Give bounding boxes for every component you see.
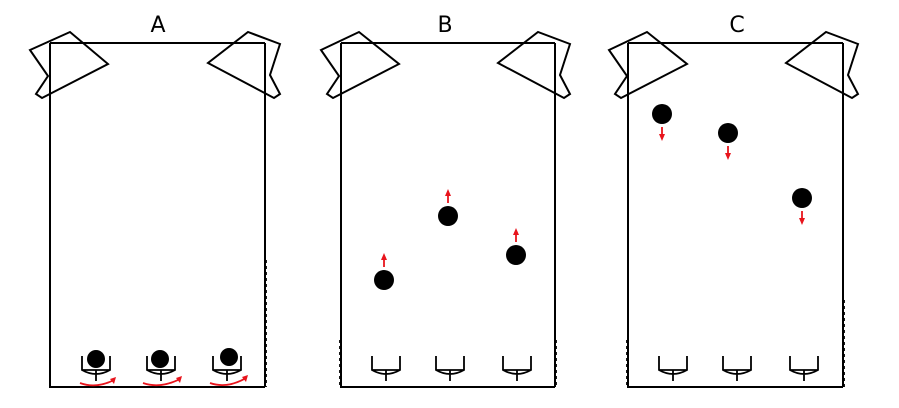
panel-b-right-flap bbox=[496, 30, 572, 100]
panel-c-ball-group-3 bbox=[792, 188, 812, 225]
panel-a-left-flap bbox=[28, 30, 110, 100]
panel-c-side-dashes bbox=[626, 300, 845, 387]
panel-a-flip-arrow-3 bbox=[209, 377, 247, 387]
panel-c-ball-1 bbox=[652, 104, 672, 124]
panel-c-cup-3 bbox=[789, 356, 819, 381]
panel-c-ball-group-1 bbox=[652, 104, 672, 141]
panel-a-flip-arrow-2 bbox=[142, 378, 181, 387]
panel-b-label: B bbox=[437, 13, 452, 38]
panel-b-box bbox=[340, 42, 556, 388]
panel-b-side-dashes bbox=[339, 340, 557, 387]
panel-c-box bbox=[627, 42, 844, 388]
panel-b-cup-2 bbox=[435, 356, 465, 381]
panel-c-ball-2 bbox=[718, 123, 738, 143]
panel-b-ball-3 bbox=[506, 245, 526, 265]
panel-b-up-arrow-2 bbox=[445, 189, 451, 196]
panel-c-cup-1 bbox=[658, 356, 688, 381]
panel-b: B bbox=[319, 13, 572, 388]
panel-a-cup-2 bbox=[142, 350, 182, 387]
panel-c-label: C bbox=[729, 13, 744, 38]
panel-a: A bbox=[28, 13, 282, 388]
panel-b-ball-group-3 bbox=[506, 228, 526, 265]
panel-b-ball-2 bbox=[438, 206, 458, 226]
panel-a-cup-3 bbox=[209, 348, 248, 387]
panel-a-cup-1 bbox=[79, 350, 116, 387]
panel-c: C bbox=[607, 13, 860, 388]
panel-c-down-arrow-2 bbox=[725, 153, 731, 160]
panel-b-up-arrow-1 bbox=[381, 253, 387, 260]
panel-a-flip-arrow-1 bbox=[79, 379, 115, 387]
panel-c-ball-3 bbox=[792, 188, 812, 208]
panel-a-ball-1 bbox=[87, 350, 105, 368]
panel-c-down-arrow-3 bbox=[799, 218, 805, 225]
panel-b-cup-1 bbox=[371, 356, 401, 381]
panel-b-ball-group-1 bbox=[374, 253, 394, 290]
panel-a-label: A bbox=[150, 13, 165, 38]
panel-a-box bbox=[49, 42, 266, 388]
panel-b-ball-1 bbox=[374, 270, 394, 290]
panel-a-ball-2 bbox=[151, 350, 169, 368]
panel-a-ball-3 bbox=[220, 348, 238, 366]
panel-a-right-flap bbox=[206, 30, 282, 100]
panel-b-cup-3 bbox=[502, 356, 532, 381]
panel-b-up-arrow-3 bbox=[513, 228, 519, 235]
panel-c-down-arrow-1 bbox=[659, 134, 665, 141]
panel-c-cup-2 bbox=[722, 356, 752, 381]
panel-b-ball-group-2 bbox=[438, 189, 458, 226]
panel-b-left-flap bbox=[319, 30, 401, 100]
panel-c-ball-group-2 bbox=[718, 123, 738, 160]
panel-c-right-flap bbox=[784, 30, 860, 100]
panel-c-left-flap bbox=[607, 30, 689, 100]
